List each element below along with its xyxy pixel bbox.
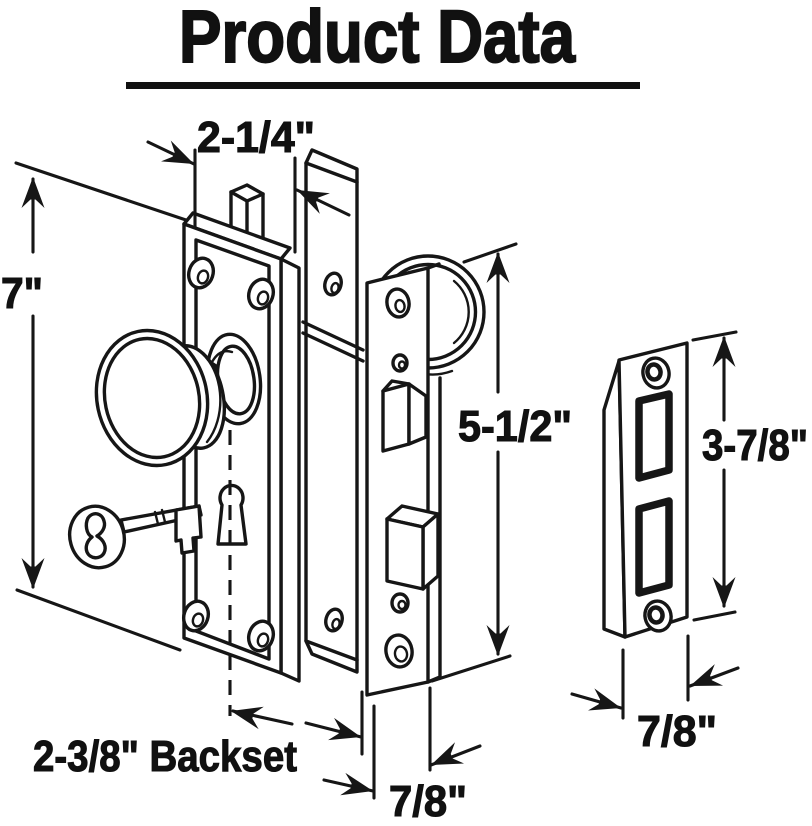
dim-label-plate-height: 7" [1,269,43,318]
title-block: Product Data [126,0,640,89]
backplate-bevel [194,238,271,661]
dim-faceplate-width: 7/8" [322,686,482,826]
knob-face [94,328,210,468]
screw-hole [246,619,276,653]
page-title: Product Data [179,0,576,78]
deadbolt [385,504,440,591]
dim-label-strike-width: 7/8" [637,707,717,756]
title-underline [126,82,640,89]
keyhole [216,483,248,546]
spindle-hole [391,353,409,373]
case-edge-line [301,331,365,363]
dim-label-faceplate-width: 7/8" [389,777,467,826]
dim-top-width: 2-1/4" [146,112,351,254]
screw-hole [385,287,411,319]
screw-hole [186,256,216,290]
screw-hole [384,633,414,669]
skeleton-key [67,504,203,570]
screw-hole [324,607,344,633]
backplate [181,211,301,683]
dim-plate-height: 7" [0,161,188,652]
deadbolt-cutout [635,497,673,597]
case-edge-line [301,320,365,352]
dimension-annotations: 7" 2-1/4" 5-1/2" [0,112,809,826]
dim-label-top-width: 2-1/4" [197,113,315,162]
dim-label-strike-height: 3-7/8" [702,421,808,470]
latch-cutout [635,390,673,482]
dim-lock-height: 5-1/2" [430,242,573,683]
screw-hole [323,271,343,297]
screw-hole [643,599,673,633]
dim-backset: 2-3/8" Backset [32,430,364,782]
door-knob [94,328,263,468]
dim-strike-height: 3-7/8" [691,330,809,622]
dim-label-backset: 2-3/8" Backset [33,732,297,781]
screw-hole [641,356,671,390]
dim-label-lock-height: 5-1/2" [458,402,572,451]
spindle-hole [390,592,410,614]
latch-bolt [381,379,428,453]
dim-strike-width: 7/8" [570,634,740,757]
screw-hole [246,277,276,311]
faceplate [365,262,442,697]
screw-hole [181,599,211,633]
lockset-illustration [67,148,689,697]
strike-plate [602,341,689,639]
key-bit [174,504,203,555]
trim-plate-edge [301,148,365,674]
